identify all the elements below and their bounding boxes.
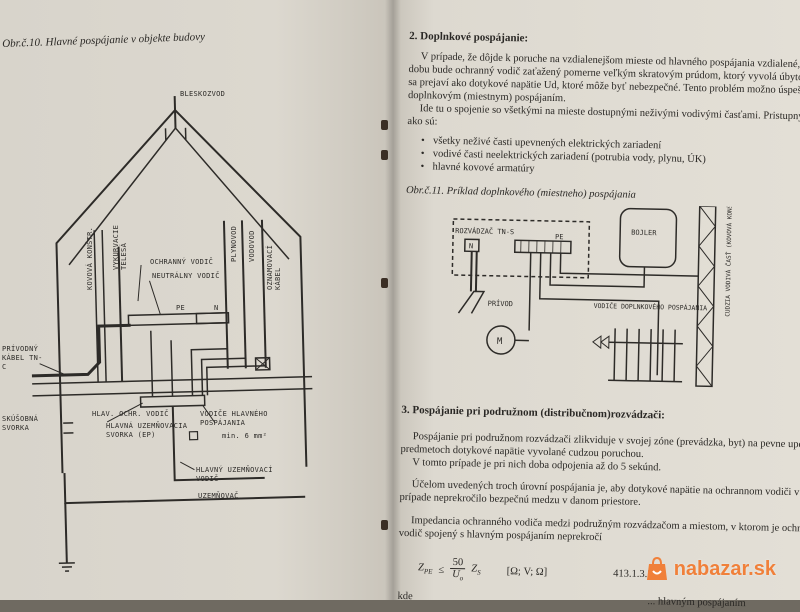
paragraph-line: Ide tu o spojenie so všetkými na mieste … xyxy=(419,103,800,124)
binding-stitch xyxy=(381,150,388,160)
fig-label-privod: PRÍVOD xyxy=(488,299,513,309)
bullet-item: hlavné kovové armatúry xyxy=(420,160,534,176)
fig-label-bojler: BOJLER xyxy=(631,229,657,238)
label-ochranny-vodic: OCHRANNÝ VODIČ xyxy=(150,258,214,266)
label-vykurovacie-telesa: VYKURVACIE TELESÁ xyxy=(112,224,128,270)
label-uzemnovac: UZEMŇOVAČ xyxy=(198,492,239,500)
label-pe: PE xyxy=(176,304,186,312)
paragraph-tail-right: ... hlavným pospájaním xyxy=(647,596,746,610)
label-oznamovaci-kabel: OZNAMOVACÍ KÁBEL xyxy=(266,244,282,290)
binding-stitch xyxy=(381,278,388,288)
paragraph-tail: kde xyxy=(397,590,413,603)
fig-label-motor: M xyxy=(497,337,503,347)
watermark-text: nabazar.sk xyxy=(673,557,776,580)
label-kovova-konstrukcia: KOVOVÁ KONŠTR. xyxy=(86,226,94,290)
formula-units: [Ω; V; Ω] xyxy=(506,565,548,578)
impedance-formula: ZPE ≤ 50 Uo ZS [Ω; V; Ω] 413.1.3.5 xyxy=(418,556,653,588)
label-neutralny-vodic: NEUTRÁLNY VODIČ xyxy=(152,272,220,280)
label-hlav-ochr-vodic: HLAV. OCHR. VODIČ xyxy=(92,410,169,418)
book-gutter xyxy=(385,0,401,600)
supplementary-bonding-diagram: ROZVÁDZAČ TN-S PE N BOJLER PRÍVOD M VODI… xyxy=(451,201,734,388)
shopping-bag-icon xyxy=(646,556,667,580)
label-n: N xyxy=(214,304,219,312)
fig-label-rozvadzac: ROZVÁDZAČ TN-S xyxy=(455,226,514,236)
section-3-title: 3. Pospájanie pri podružnom (distribučno… xyxy=(401,403,665,422)
binding-stitch xyxy=(381,520,388,530)
right-page-text: 2. Doplnkové pospájanie: V prípade, že d… xyxy=(397,0,800,610)
figure-caption-11: Obr.č.11. Príklad doplnkového (miestneho… xyxy=(405,184,636,201)
formula-denominator-sub: o xyxy=(459,574,464,583)
fig-label-n: N xyxy=(469,242,473,250)
label-privodny-kabel: PRÍVODNÝ KÁBEL TN-C xyxy=(2,345,43,371)
formula-relation: ≤ xyxy=(438,564,445,576)
label-vodovod: VODOVOD xyxy=(248,230,256,262)
section-2-title: 2. Doplnkové pospájanie: xyxy=(409,29,529,45)
formula-lhs-sub: PE xyxy=(423,567,433,576)
label-vodice-hlavneho: VODIČE HLAVNÉHO POSPÁJANIA xyxy=(200,410,268,427)
label-min-prierez: min. 6 mm² xyxy=(222,432,268,440)
binding-stitch xyxy=(381,120,388,130)
formula-rhs-sub: S xyxy=(477,568,481,577)
main-bonding-diagram xyxy=(31,96,313,572)
label-bleskozvod: BLESKOZVOD xyxy=(180,90,226,98)
left-page: Obr.č.10. Hlavné pospájanie v objekte bu… xyxy=(0,0,393,600)
paragraph-line: ako sú: xyxy=(407,115,438,128)
fig-label-vodice: VODIČE DOPLNKOVÉHO POSPÁJANIA xyxy=(594,301,708,312)
fig-label-cudzia: CUDZIA VODIVÁ ČASŤ (KOVOVÁ KONŠTRUKCIA) xyxy=(723,201,734,317)
label-hlavna-uzemnova-svorka: HLAVNÁ UZEMŇOVACIA SVORKA (EP) xyxy=(106,422,188,439)
label-skusobna-svorka: SKÚŠOBNÁ SVORKA xyxy=(2,415,39,432)
fig-label-pe: PE xyxy=(555,233,564,241)
label-plynovod: PLYNOVOD xyxy=(230,225,238,262)
site-watermark: nabazar.sk xyxy=(644,556,776,582)
label-hlavny-uzemnovaci-vodic: HLAVNÝ UZEMŇOVACÍ VODIČ xyxy=(196,466,273,483)
formula-numerator: 50 xyxy=(452,557,464,569)
paragraph-line: vodič spojený s hlavným pospájaním nepre… xyxy=(398,527,603,544)
